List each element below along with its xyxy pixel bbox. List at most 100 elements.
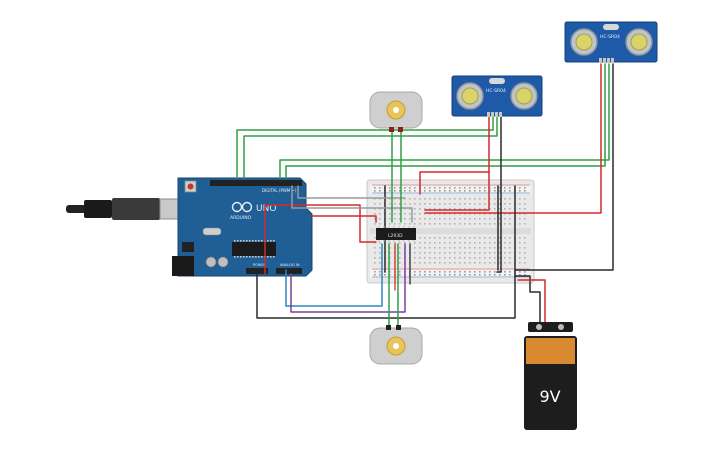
breadboard-hole (459, 198, 461, 200)
breadboard-hole (479, 237, 481, 239)
breadboard-hole (499, 198, 501, 200)
breadboard-hole (434, 187, 436, 189)
breadboard-hole (454, 223, 456, 225)
breadboard-hole (379, 257, 381, 259)
breadboard-hole (419, 242, 421, 244)
breadboard-hole (459, 208, 461, 210)
breadboard-hole (419, 252, 421, 254)
usb-cable-plug (112, 198, 160, 220)
breadboard-hole (469, 208, 471, 210)
breadboard-hole (393, 226, 395, 228)
breadboard-hole (519, 218, 521, 220)
breadboard-hole (439, 257, 441, 259)
breadboard-hole (524, 242, 526, 244)
sensor-right-label: HC-SR04 (600, 34, 620, 40)
usb-controller-chip (182, 242, 194, 252)
breadboard-hole (519, 223, 521, 225)
breadboard-hole (389, 213, 391, 215)
breadboard-hole (424, 190, 426, 192)
wire-green[interactable] (285, 63, 606, 179)
breadboard-hole (429, 237, 431, 239)
breadboard-hole (459, 262, 461, 264)
breadboard-hole (504, 271, 506, 273)
wire-black[interactable] (496, 115, 502, 273)
breadboard-hole (524, 213, 526, 215)
wire-grey[interactable] (291, 185, 413, 223)
breadboard-hole (469, 274, 471, 276)
wire-grey[interactable] (297, 185, 406, 199)
breadboard-hole (414, 190, 416, 192)
breadboard-hole (519, 213, 521, 215)
wire-red[interactable] (517, 279, 546, 323)
breadboard-hole (439, 274, 441, 276)
breadboard-hole (270, 240, 272, 242)
breadboard-hole (459, 218, 461, 220)
breadboard-hole (270, 256, 272, 258)
wire-green[interactable] (243, 115, 498, 179)
breadboard-hole (494, 252, 496, 254)
wire-red[interactable] (311, 215, 377, 223)
l293d-driver-chip[interactable]: L293D (376, 226, 416, 242)
breadboard-hole (474, 203, 476, 205)
breadboard-hole (429, 271, 431, 273)
breadboard-hole (459, 242, 461, 244)
breadboard-hole (519, 274, 521, 276)
breadboard-hole (494, 262, 496, 264)
breadboard-hole (449, 208, 451, 210)
breadboard-hole (389, 257, 391, 259)
breadboard-hole (524, 208, 526, 210)
wire-red[interactable] (264, 204, 377, 275)
breadboard-hole (499, 247, 501, 249)
breadboard-hole (399, 208, 401, 210)
wire-black[interactable] (256, 273, 516, 319)
breadboard-hole (504, 190, 506, 192)
wire-green[interactable] (279, 63, 610, 179)
wire-purple[interactable] (290, 243, 406, 313)
dc-motor-top[interactable] (369, 91, 423, 132)
breadboard-hole (398, 240, 400, 242)
reset-button-cap[interactable] (187, 183, 194, 190)
ultrasonic-sensor-right[interactable]: HC-SR04 (564, 21, 658, 63)
breadboard-hole (454, 208, 456, 210)
breadboard-hole (474, 247, 476, 249)
breadboard-hole (379, 247, 381, 249)
battery-9v[interactable]: 9V (524, 322, 577, 430)
breadboard-hole (419, 247, 421, 249)
breadboard-hole (429, 274, 431, 276)
dc-motor-bottom[interactable] (369, 325, 423, 365)
breadboard-hole (409, 213, 411, 215)
wire-red[interactable] (419, 115, 490, 195)
battery-voltage-label: 9V (539, 387, 560, 406)
wire-blue[interactable] (285, 243, 383, 307)
digital-header[interactable] (210, 180, 302, 186)
breadboard-hole (379, 187, 381, 189)
breadboard-hole (243, 256, 245, 258)
wire-black[interactable] (514, 275, 541, 323)
breadboard-hole (469, 223, 471, 225)
breadboard-hole (469, 187, 471, 189)
ultrasonic-sensor-left[interactable]: HC-SR04 (451, 75, 543, 117)
breadboard-hole (494, 198, 496, 200)
wire-black[interactable] (514, 63, 614, 271)
breadboard-hole (258, 256, 260, 258)
wire-red[interactable] (424, 63, 602, 214)
breadboard-hole (409, 203, 411, 205)
breadboard-hole (464, 274, 466, 276)
arduino-uno-board[interactable]: DIGITAL (PWM ~) UNO ARDUINO POWER ANALOG… (66, 177, 313, 277)
breadboard-hole (454, 218, 456, 220)
analog-header[interactable] (276, 268, 302, 274)
breadboard-hole (504, 213, 506, 215)
breadboard-hole (379, 252, 381, 254)
breadboard-hole (459, 190, 461, 192)
wire-red[interactable] (424, 171, 490, 211)
breadboard-hole (434, 257, 436, 259)
wire-green[interactable] (236, 115, 494, 179)
motor-shaft-center (393, 343, 399, 349)
breadboard-hole (454, 242, 456, 244)
breadboard-hole (504, 208, 506, 210)
power-header[interactable] (246, 268, 268, 274)
breadboard-hole (459, 237, 461, 239)
breadboard[interactable] (366, 179, 535, 284)
board-brand: UNO (256, 204, 276, 214)
wires[interactable] (236, 63, 614, 331)
